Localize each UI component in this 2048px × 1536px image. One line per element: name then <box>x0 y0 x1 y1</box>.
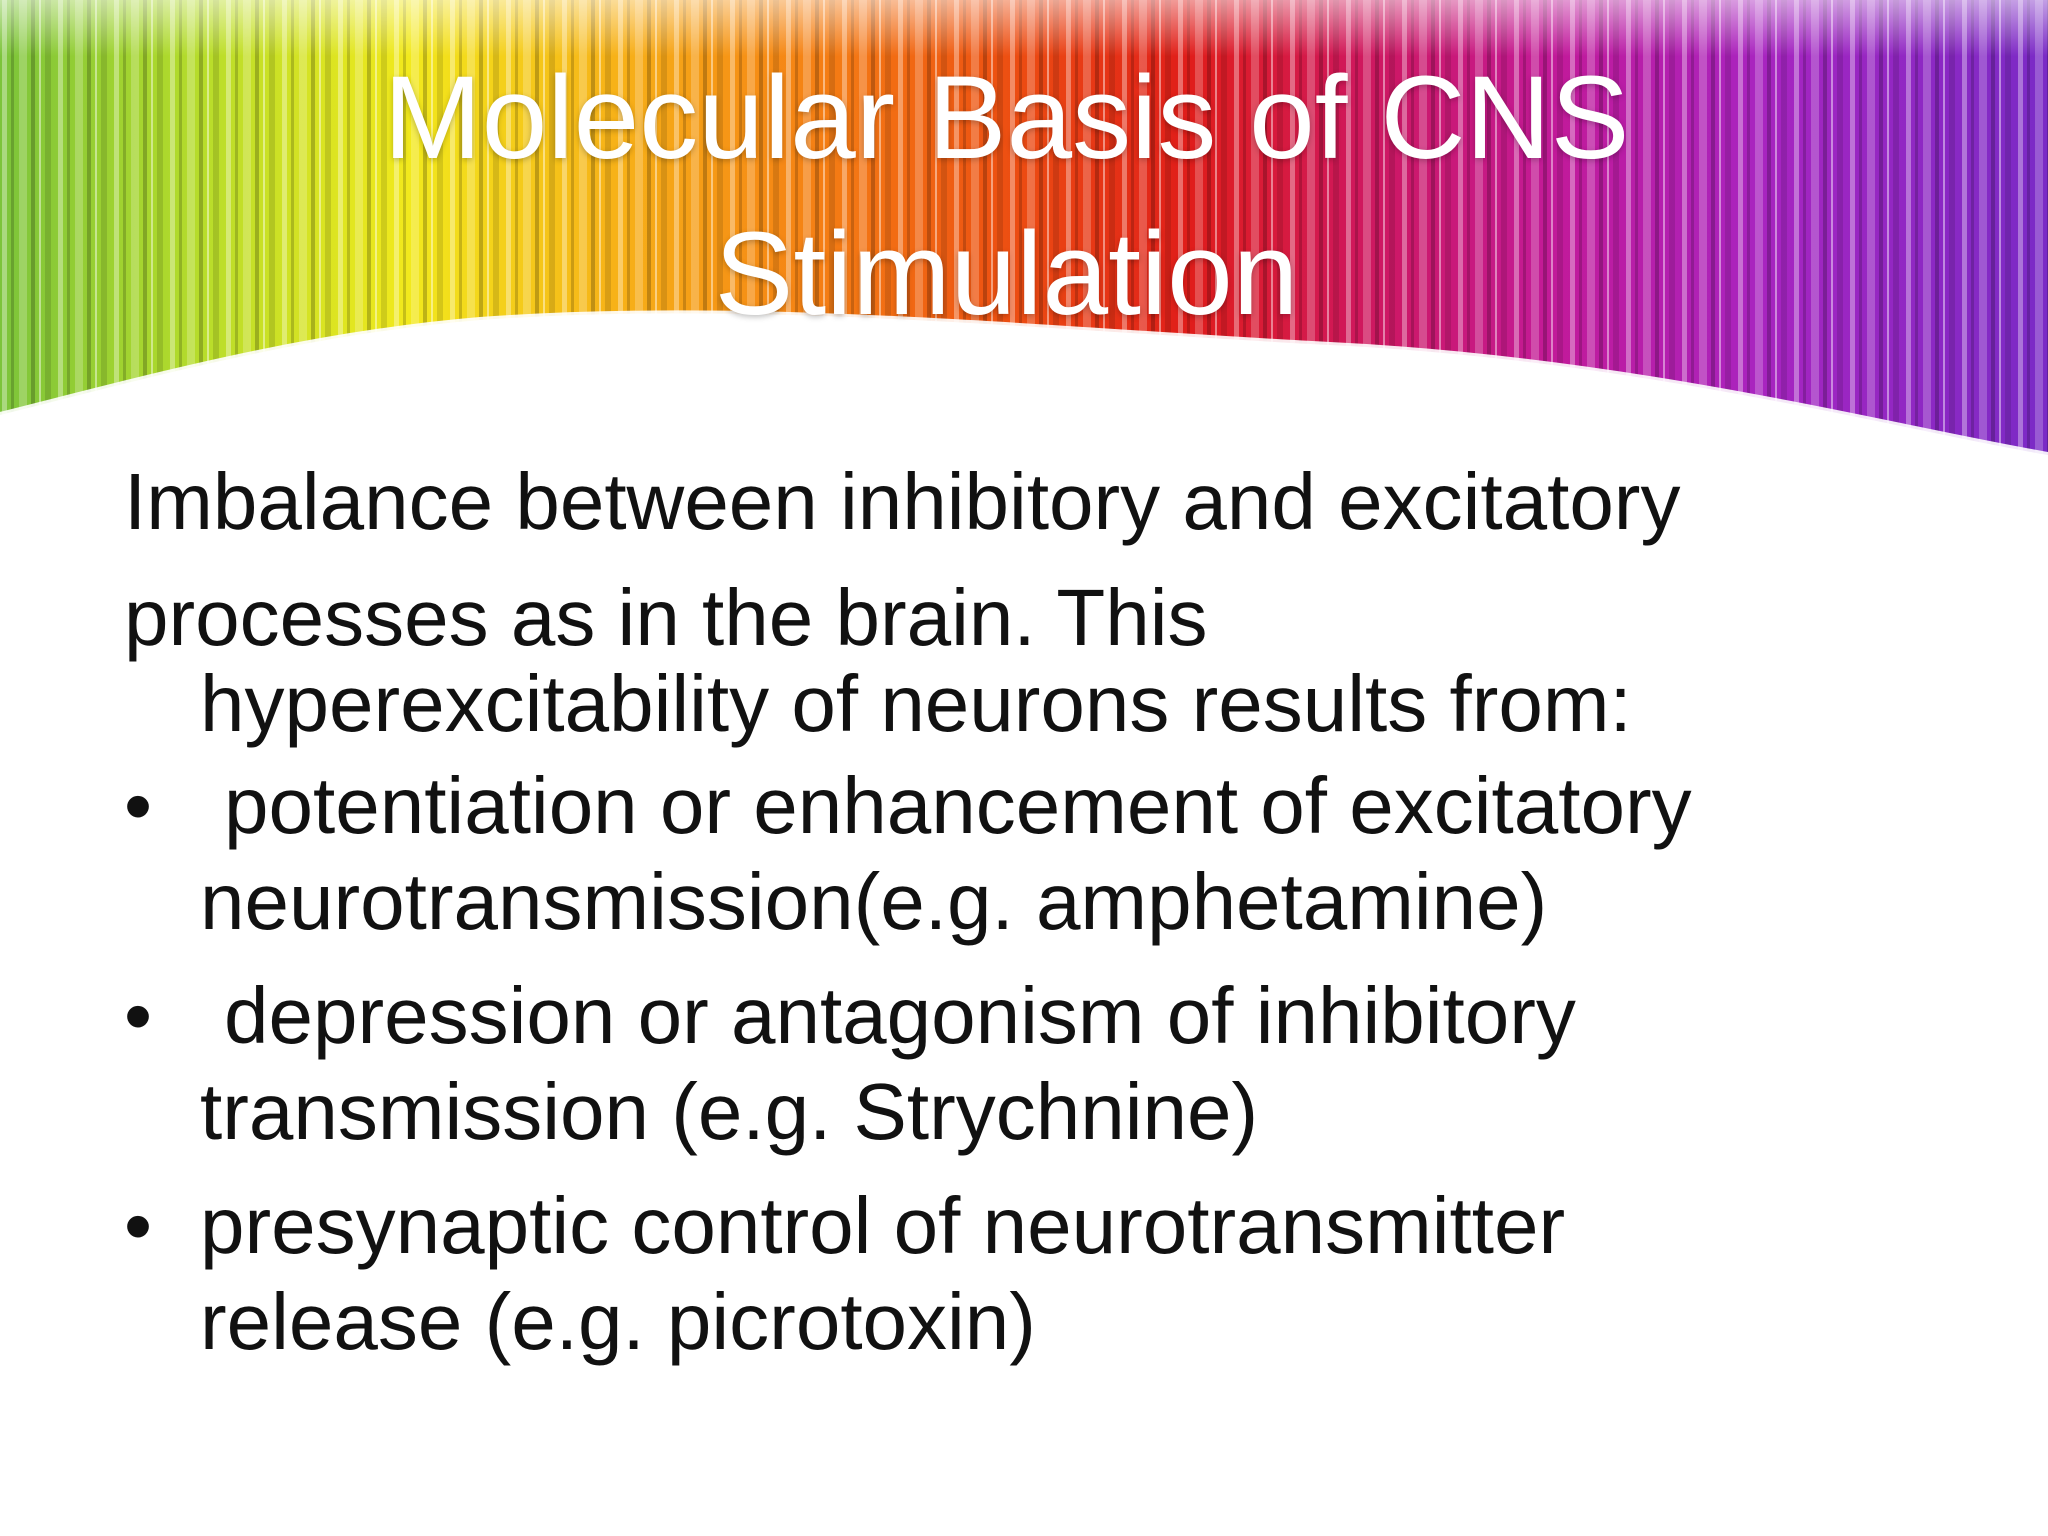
slide-title-line-1: Molecular Basis of CNS <box>383 52 1630 184</box>
bullet-text: depression or antagonism of inhibitory <box>224 971 1576 1060</box>
slide-title: Molecular Basis of CNS Stimulation <box>0 40 2013 352</box>
bullet-text: release (e.g. picrotoxin) <box>200 1277 1036 1366</box>
bullet-text: transmission (e.g. Strychnine) <box>200 1067 1259 1156</box>
bullet-dot-icon: • <box>124 761 153 850</box>
bullet-list: • potentiation or enhancement of excitat… <box>124 758 1984 1370</box>
bullet-item: • depression or antagonism of inhibitory… <box>124 968 1984 1160</box>
bullet-text: neurotransmission(e.g. amphetamine) <box>200 857 1548 946</box>
slide-title-line-2: Stimulation <box>714 208 1299 340</box>
bullet-dot-icon: • <box>124 971 153 1060</box>
bullet-item: • potentiation or enhancement of excitat… <box>124 758 1984 950</box>
bullet-text: presynaptic control of neurotransmitter <box>200 1181 1566 1270</box>
bullet-item: • presynaptic control of neurotransmitte… <box>124 1178 1984 1370</box>
intro-line-2: processes as in the brain. This <box>124 573 1208 662</box>
slide-body: Imbalance between inhibitory and excitat… <box>124 444 1984 1388</box>
rainbow-banner <box>0 0 2048 458</box>
intro-line-3: hyperexcitability of neurons results fro… <box>200 659 1632 748</box>
bullet-dot-icon: • <box>124 1181 153 1270</box>
bullet-text: potentiation or enhancement of excitator… <box>224 761 1692 850</box>
intro-line-1: Imbalance between inhibitory and excitat… <box>124 457 1681 546</box>
